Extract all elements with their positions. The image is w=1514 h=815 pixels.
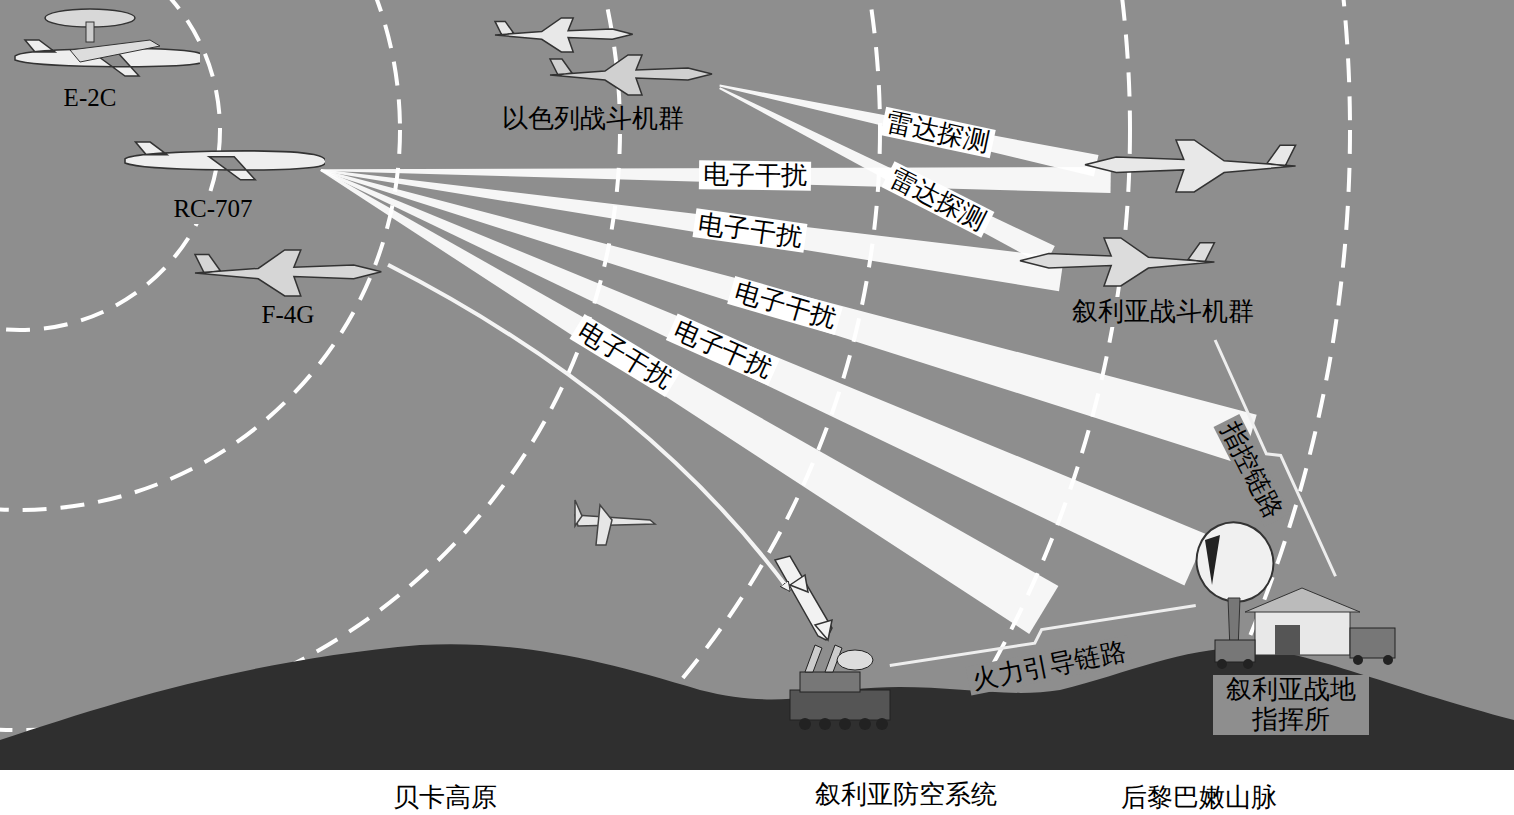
mountains xyxy=(0,644,1514,772)
edge-label: 雷达探测 xyxy=(880,106,995,157)
syrian-command-post: 叙利亚战地指挥所 xyxy=(1185,430,1400,755)
beam xyxy=(320,169,1058,634)
node-label: RC-707 xyxy=(155,195,271,224)
drone xyxy=(575,500,655,545)
beam xyxy=(321,169,1208,585)
syrian-fighter-group: 叙利亚战斗机群 xyxy=(1015,135,1305,340)
node-label: E-2C xyxy=(52,84,128,113)
node-label: 叙利亚战斗机群 xyxy=(1040,297,1286,327)
edge-label: 电子干扰 xyxy=(699,161,811,191)
ground-strip xyxy=(0,770,1514,815)
missile xyxy=(775,556,832,640)
edge-label: 火力引导链路 xyxy=(965,635,1131,695)
edge-label: 指控链路 xyxy=(1214,414,1290,527)
rc707-aircraft: RC-707 xyxy=(120,135,325,230)
node-label: F-4G xyxy=(245,301,331,330)
syrian-air-defense: 叙利亚防空系统 xyxy=(775,590,1055,812)
region-label: 贝卡高原 xyxy=(390,780,500,815)
edge-label: 雷达探测 xyxy=(881,161,994,237)
sky xyxy=(0,0,1514,772)
edge-label: 电子干扰 xyxy=(693,209,808,253)
e2c-aircraft: E-2C xyxy=(0,0,200,115)
link-line xyxy=(388,265,789,590)
region-label: 后黎巴嫩山脉 xyxy=(1118,780,1280,815)
edge-label: 电子干扰 xyxy=(666,314,780,386)
israeli-fighter-group: 以色列战斗机群 xyxy=(470,10,730,138)
edge-label: 电子干扰 xyxy=(569,314,680,397)
node-illustration xyxy=(775,590,1055,812)
node-label: 以色列战斗机群 xyxy=(475,104,711,134)
node-label: 叙利亚防空系统 xyxy=(783,780,1029,810)
edge-label: 电子干扰 xyxy=(727,276,843,335)
node-label: 叙利亚战地指挥所 xyxy=(1213,675,1369,735)
f4g-aircraft: F-4G xyxy=(190,245,390,335)
